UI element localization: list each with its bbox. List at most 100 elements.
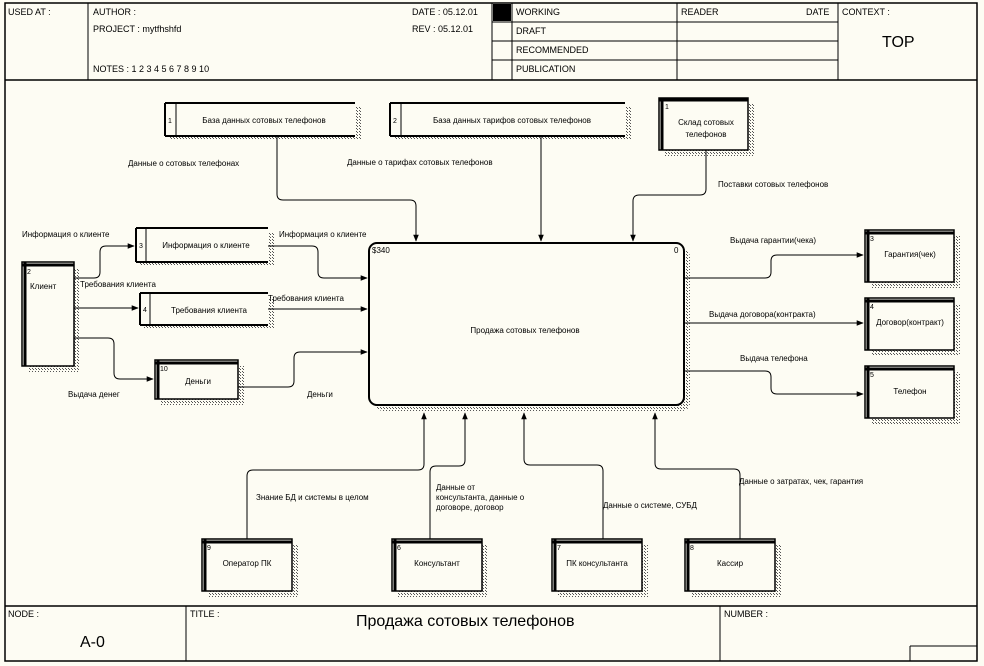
store-label: База данных тарифов сотовых телефонов [433, 116, 591, 125]
arrow-label: Знание БД и системы в целом [256, 493, 369, 502]
entity-label: Деньги [185, 377, 211, 386]
entity-label-line2: телефонов [685, 130, 726, 139]
entity-cashier[interactable]: 8 Кассир [684, 538, 781, 597]
store-client-info[interactable]: 3 Информация о клиенте [135, 227, 275, 266]
context-label: CONTEXT : [842, 7, 890, 17]
store-client-req[interactable]: 4 Требования клиента [139, 292, 275, 329]
arrow-pay-money[interactable] [74, 337, 154, 382]
arrow-phones-data[interactable] [276, 136, 419, 242]
entity-label: Консультант [414, 559, 460, 568]
arrow-label: Требования клиента [268, 294, 344, 303]
arrow-label: Выдача телефона [740, 354, 808, 363]
arrow-label-line1: Данные от [436, 483, 475, 492]
page-title: Продажа сотовых телефонов [356, 613, 575, 630]
status-publication: PUBLICATION [516, 64, 576, 74]
entity-label: Договор(контракт) [876, 318, 944, 327]
title-label: TITLE : [190, 609, 220, 619]
arrow-label: Данные о тарифах сотовых телефонов [347, 158, 493, 167]
activity-cost: $340 [372, 246, 390, 255]
entity-consultant[interactable]: 6 Консультант [391, 538, 488, 597]
arrow-phone-out[interactable] [684, 370, 864, 397]
node-value: A-0 [80, 634, 105, 651]
entity-label: Кассир [717, 559, 744, 568]
context-value: TOP [882, 34, 915, 51]
used-at-label: USED AT : [8, 7, 51, 17]
arrow-label-line2: консультанта, данные о [436, 493, 525, 502]
entity-label: ПК консультанта [566, 559, 628, 568]
entity-label: Гарантия(чек) [884, 250, 936, 259]
arrow-label: Данные о сотовых телефонах [128, 159, 239, 168]
arrow-system-data[interactable] [521, 412, 604, 539]
entity-label-line1: Склад сотовых [678, 118, 734, 127]
entity-pc-consultant[interactable]: 7 ПК консультанта [551, 538, 648, 597]
entity-num: 7 [557, 545, 561, 552]
node-label: NODE : [8, 609, 40, 619]
arrow-label: Поставки сотовых телефонов [718, 180, 828, 189]
project-label: PROJECT : mytfhshfd [93, 24, 182, 34]
store-num: 1 [168, 118, 172, 125]
entity-num: 5 [870, 372, 874, 379]
arrow-consultant-data[interactable] [429, 412, 468, 539]
store-tariffs-db[interactable]: 2 База данных тарифов сотовых телефонов [389, 102, 632, 140]
arrow-label: Выдача договора(контракта) [709, 310, 816, 319]
entity-num: 8 [690, 545, 694, 552]
arrow-label: Требования клиента [80, 280, 156, 289]
number-label: NUMBER : [724, 609, 769, 619]
store-num: 2 [393, 118, 397, 125]
entity-label: Оператор ПК [223, 559, 272, 568]
entity-warranty[interactable]: 3 Гарантия(чек) [864, 229, 960, 288]
arrow-label: Данные о затратах, чек, гарантия [739, 477, 863, 486]
entity-num: 10 [160, 366, 168, 373]
entity-money[interactable]: 10 Деньги [154, 359, 244, 405]
arrow-label: Выдача гарантии(чека) [730, 236, 816, 245]
entity-phone[interactable]: 5 Телефон [864, 365, 960, 424]
store-num: 4 [143, 307, 147, 314]
entity-label: Телефон [893, 387, 926, 396]
store-label: База данных сотовых телефонов [202, 116, 326, 125]
entity-num: 9 [207, 545, 211, 552]
arrow-knowledge[interactable] [246, 412, 427, 539]
arrows [74, 136, 864, 539]
arrow-label: Деньги [307, 390, 333, 399]
reader-label: READER [681, 7, 719, 17]
notes-label: NOTES : 1 2 3 4 5 6 7 8 9 10 [93, 64, 210, 74]
arrow-costs-data[interactable] [652, 412, 741, 539]
status-working: WORKING [516, 7, 560, 17]
rev-label: REV : 05.12.01 [412, 24, 474, 34]
activity-label: Продажа сотовых телефонов [470, 326, 579, 335]
entity-operator[interactable]: 9 Оператор ПК [201, 538, 298, 597]
reader-date-label: DATE [806, 7, 830, 17]
arrow-client-info-1[interactable] [74, 243, 135, 279]
status-draft: DRAFT [516, 26, 546, 36]
entity-warehouse[interactable]: 1 Склад сотовых телефонов [658, 97, 754, 156]
activity-box[interactable]: $340 0 Продажа сотовых телефонов [368, 242, 690, 411]
store-label: Информация о клиенте [162, 241, 250, 250]
author-label: AUTHOR : [93, 7, 137, 17]
arrow-label: Информация о клиенте [279, 230, 367, 239]
entity-num: 3 [870, 236, 874, 243]
status-recommended: RECOMMENDED [516, 45, 589, 55]
entity-num: 6 [397, 545, 401, 552]
arrow-supply[interactable] [630, 150, 707, 242]
entity-client[interactable]: 2 Клиент [21, 261, 80, 372]
entity-contract[interactable]: 4 Договор(контракт) [864, 297, 960, 356]
date-label: DATE : 05.12.01 [412, 7, 478, 17]
store-num: 3 [139, 243, 143, 250]
entity-label: Клиент [30, 282, 57, 291]
arrow-label: Данные о системе, СУБД [603, 501, 698, 510]
entity-num: 2 [27, 269, 31, 276]
entity-num: 4 [870, 304, 874, 311]
arrow-client-info-2[interactable] [268, 245, 368, 281]
arrow-label: Выдача денег [68, 390, 120, 399]
arrow-labels: Данные о сотовых телефонах Данные о тари… [22, 158, 863, 512]
arrow-money[interactable] [238, 349, 368, 388]
arrow-label: Информация о клиенте [22, 230, 110, 239]
arrow-label-line3: договоре, договор [436, 503, 504, 512]
store-phones-db[interactable]: 1 База данных сотовых телефонов [164, 102, 362, 140]
activity-num: 0 [674, 246, 679, 255]
store-label: Требования клиента [171, 306, 247, 315]
arrow-warranty-out[interactable] [684, 252, 864, 279]
